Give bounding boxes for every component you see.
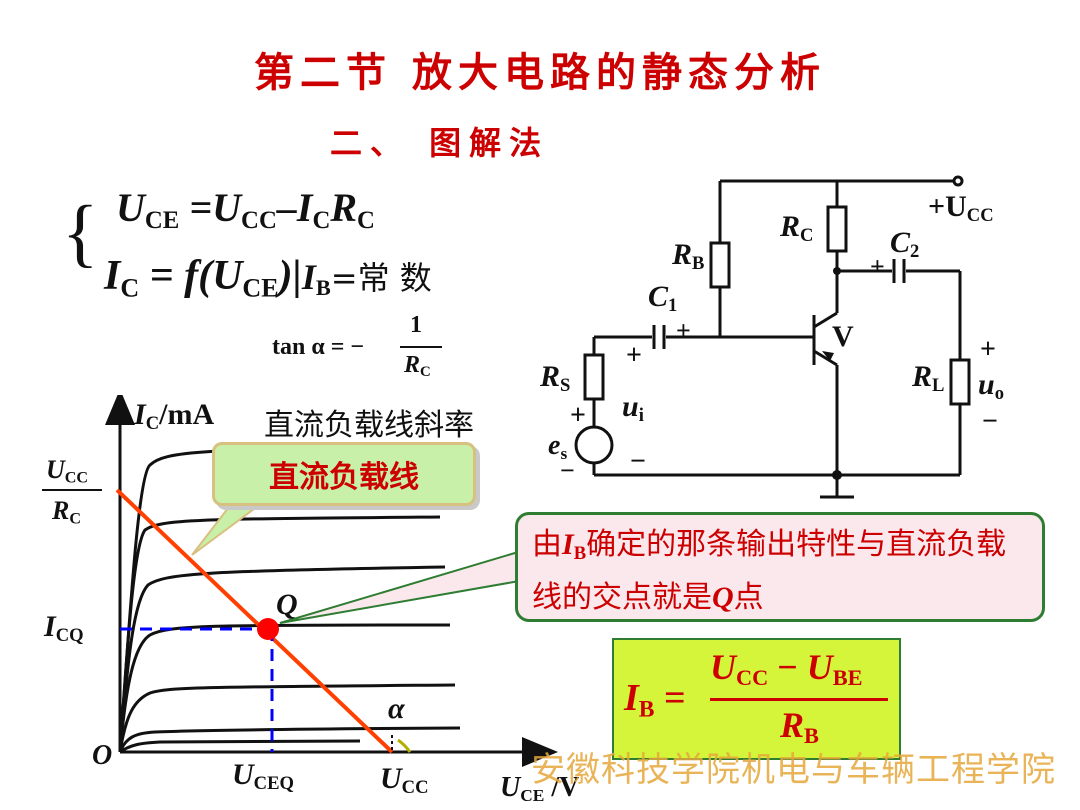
equation-uce: UCE =UCC–ICRC: [116, 185, 375, 234]
rl-resistor: [949, 358, 971, 406]
alpha-arc: [397, 738, 412, 753]
alpha-label: α: [388, 692, 405, 725]
tan-fraction-den: RC: [404, 352, 431, 381]
transistor-label: V: [832, 320, 854, 353]
node-dot: [832, 470, 842, 480]
ucc-axis-label: UCC: [380, 762, 429, 799]
amplifier-circuit: [574, 175, 971, 499]
equation-tan: tan α = −: [272, 334, 365, 360]
page-title: 第二节 放大电路的静态分析: [254, 49, 826, 96]
es-source: [574, 425, 614, 465]
load-line-callout: 直流负载线: [212, 442, 476, 506]
section-subtitle: 二、 图解法: [330, 124, 550, 162]
slope-label: 直流负载线斜率: [264, 408, 474, 443]
output-curve: [118, 683, 456, 753]
output-curve: [118, 565, 446, 753]
ui-minus: −: [630, 446, 646, 477]
output-characteristic-graph: [42, 395, 558, 767]
output-curve: [118, 515, 441, 753]
q-point: [257, 618, 279, 640]
es-plus: +: [570, 400, 586, 431]
rs-label: RS: [540, 360, 571, 397]
ib-formula-lhs: IB =: [624, 677, 686, 723]
uceq-label: UCEQ: [232, 758, 294, 795]
output-curves: [118, 445, 461, 754]
output-curve: [119, 739, 361, 754]
es-label: es: [548, 430, 568, 463]
ui-label: ui: [622, 390, 644, 427]
load-line-pointer: [191, 502, 266, 556]
intersection-callout: 由IB确定的那条输出特性与直流负载线的交点就是Q点: [515, 512, 1045, 622]
rb-label: RB: [672, 238, 705, 275]
equation-brace: {: [62, 191, 99, 275]
uo-label: uo: [978, 368, 1004, 405]
origin-label: O: [92, 740, 113, 771]
output-curve: [118, 726, 461, 753]
output-curve: [118, 623, 451, 753]
vcc-label: +UCC: [928, 190, 994, 227]
ui-plus: +: [626, 340, 642, 371]
uo-minus: −: [982, 406, 998, 437]
rs-resistor: [583, 353, 605, 401]
q-pointer: [279, 548, 526, 624]
c1-plus: +: [676, 316, 691, 345]
ib-formula-box: IB = UCC − UBE RB: [612, 638, 901, 760]
dc-load-line: [115, 488, 394, 754]
ucc-rc-numerator: UCC: [46, 455, 89, 487]
node-dot: [833, 267, 841, 275]
es-minus: −: [560, 456, 575, 485]
icq-label: ICQ: [44, 610, 84, 647]
emitter-arrow: [822, 351, 834, 361]
uo-plus: +: [980, 334, 996, 365]
ib-formula-bar: [710, 698, 888, 701]
rl-label: RL: [912, 360, 945, 397]
tan-fraction-bar: [400, 346, 442, 348]
x-axis-label: UCE /V: [500, 772, 580, 805]
ib-formula-numerator: UCC − UBE: [710, 647, 863, 691]
vcc-terminal: [952, 175, 964, 187]
rc-resistor: [826, 205, 848, 253]
institution-watermark: 安徽科技学院机电与车辆工程学院: [531, 750, 1056, 790]
ucc-rc-denominator: RC: [52, 496, 81, 528]
y-axis-label: IC/mA: [134, 398, 215, 435]
rb-resistor: [709, 241, 731, 289]
c2-label: C2: [890, 226, 920, 263]
ib-formula-denominator: RB: [780, 705, 819, 749]
q-label: Q: [276, 588, 298, 621]
equation-ic: IC = f(UCE)|IB=常 数: [104, 253, 432, 303]
tan-fraction-num: 1: [410, 312, 422, 338]
c2-plus: +: [870, 252, 885, 281]
c1-label: C1: [648, 280, 678, 317]
rc-label: RC: [780, 210, 814, 247]
